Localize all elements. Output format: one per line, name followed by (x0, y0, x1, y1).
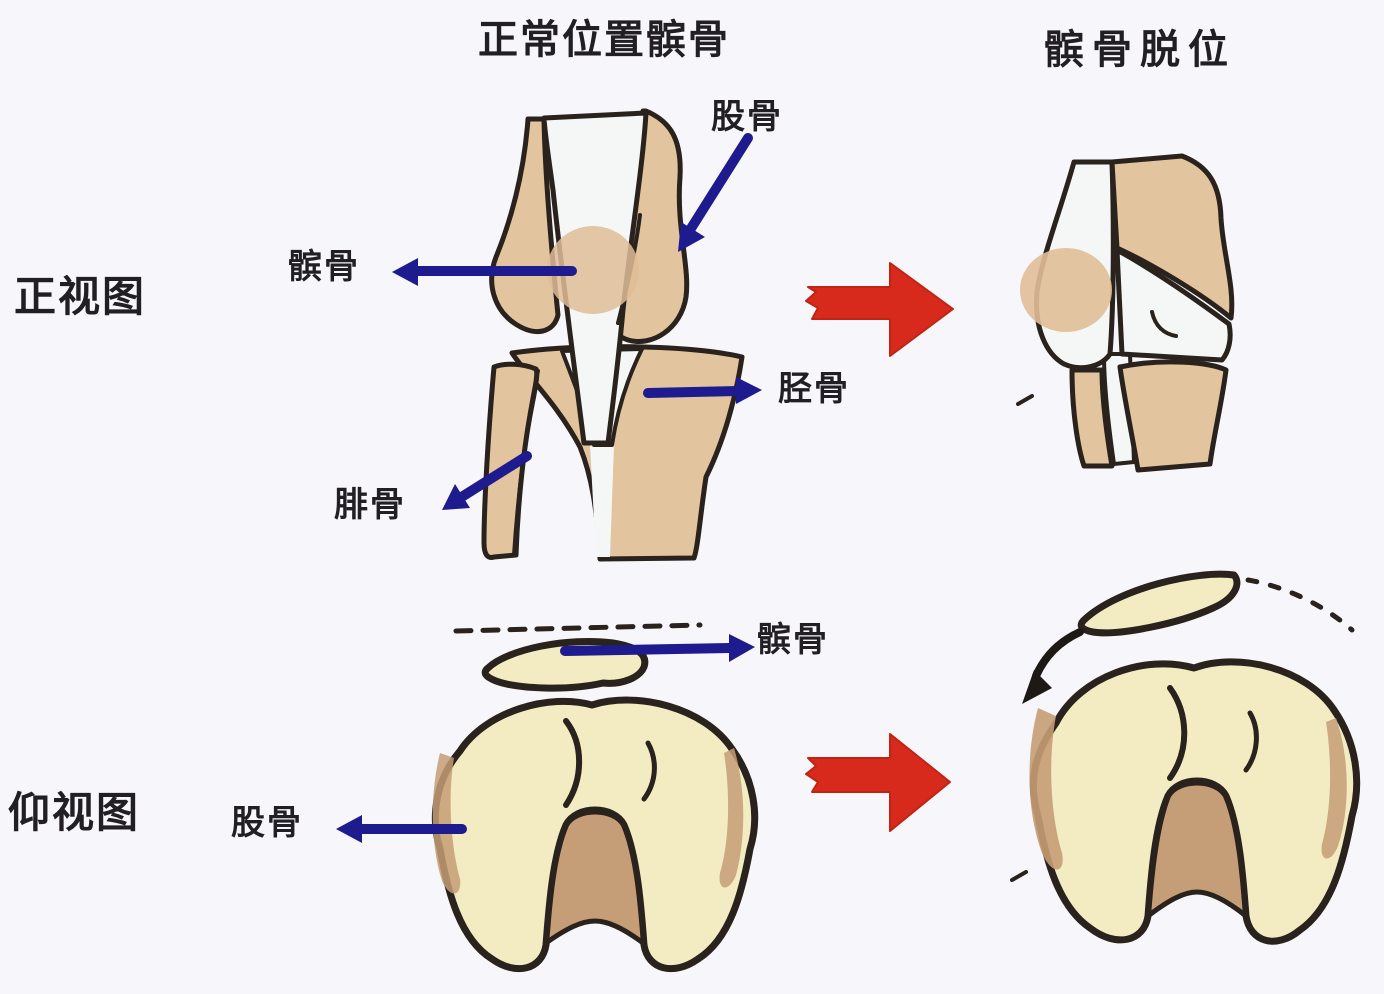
tibia-bone (509, 344, 745, 562)
transition-arrow-bottom (805, 733, 951, 832)
left-groove-arc-dislocated (1167, 685, 1188, 781)
displaced-patella-patch (1020, 248, 1112, 332)
transition-arrow-top (805, 262, 954, 357)
annotation-patella-bottom: 髌骨 (757, 621, 829, 659)
femur-condyle-displaced (1109, 153, 1235, 321)
femur-left-condyle (489, 116, 561, 335)
joint-gap-wedge (1114, 247, 1233, 363)
dislocation-direction-arrowhead (1022, 670, 1052, 704)
title-normal-position: 正常位置髌骨 (478, 18, 730, 62)
femur-bottom-arrow (336, 815, 467, 843)
wedge-contour-line (1150, 310, 1178, 338)
tibia-arrow (643, 377, 762, 404)
notch-outline (543, 808, 647, 948)
bottom-view-dislocated-knee (1010, 570, 1361, 945)
left-cartilage-crescent-dislocated (1029, 708, 1063, 870)
right-groove-arc (641, 740, 657, 802)
notch-outline-dislocated (1145, 779, 1249, 919)
intercondylar-notch-dislocated (1148, 782, 1246, 916)
fibula-fragment (1069, 367, 1115, 469)
dislocation-path-dashed-line (1245, 577, 1355, 633)
femur-front-arrow (678, 133, 753, 252)
patella-front-arrow (392, 258, 577, 286)
patella-alignment-dashed-line (453, 622, 703, 634)
right-cartilage-crescent (719, 748, 744, 888)
patella-bottom-arrow (560, 634, 755, 662)
sketch-dash-bottom (1010, 870, 1028, 882)
view-label-front: 正视图 (14, 273, 147, 320)
notch-lower-rim (543, 918, 646, 946)
right-groove-arc-dislocated (1243, 710, 1259, 773)
left-groove-arc (563, 718, 583, 808)
intercondylar-notch (546, 811, 643, 943)
tibia-shaft-highlight (590, 445, 614, 557)
annotation-fibula: 腓骨 (334, 486, 406, 524)
annotation-femur-bottom: 股骨 (231, 804, 303, 842)
sketch-dash (1016, 394, 1034, 406)
front-view-dislocated-knee (1016, 153, 1235, 473)
title-dislocation: 髌骨脱位 (1044, 28, 1236, 72)
bottom-view-normal-knee (431, 622, 759, 973)
notch-lower-rim-dislocated (1145, 889, 1249, 919)
patella-dislocated-bottom-view (1077, 570, 1241, 637)
annotation-femur-front: 股骨 (711, 98, 783, 136)
annotation-tibia: 胫骨 (778, 370, 850, 408)
view-label-bottom: 仰视图 (8, 789, 141, 836)
dislocation-direction-arrow (1032, 628, 1084, 680)
fibula-arrow (442, 451, 532, 510)
right-cartilage-crescent-dislocated (1321, 718, 1347, 859)
annotation-patella-front: 髌骨 (288, 248, 360, 286)
left-cartilage-crescent (432, 753, 461, 894)
annotation-arrows (336, 133, 762, 843)
patella-shadow-patch (547, 226, 639, 314)
front-view-normal-knee (481, 108, 745, 562)
tibia-bone-dislocated (1117, 359, 1229, 473)
